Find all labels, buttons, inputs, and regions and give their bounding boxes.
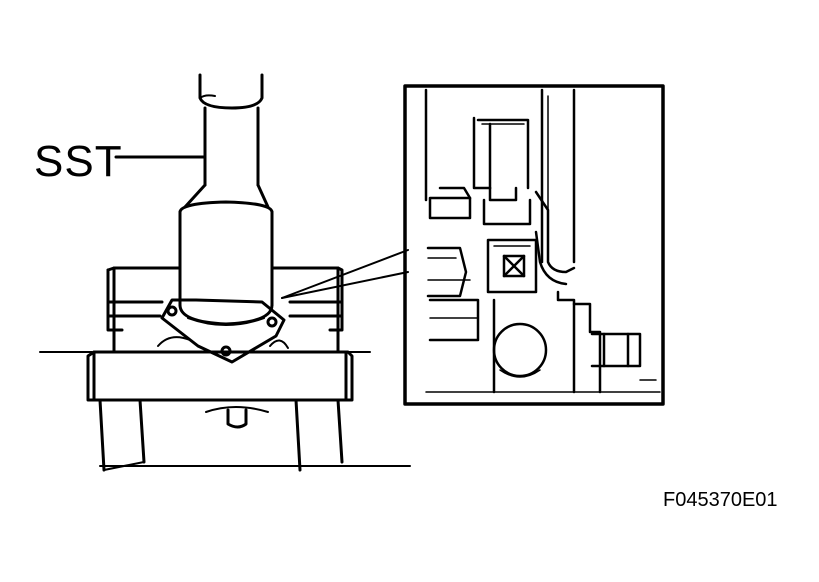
detail-inset-contents bbox=[424, 88, 661, 394]
callout-line-lower bbox=[281, 271, 409, 299]
callout-line-upper bbox=[281, 249, 409, 299]
sst-tool bbox=[178, 73, 274, 326]
vise-block bbox=[86, 266, 354, 472]
sst-label: SST bbox=[34, 137, 123, 186]
bench-rails bbox=[39, 351, 411, 467]
detail-inset-frame bbox=[403, 84, 665, 406]
figure-code: F045370E01 bbox=[663, 489, 778, 511]
